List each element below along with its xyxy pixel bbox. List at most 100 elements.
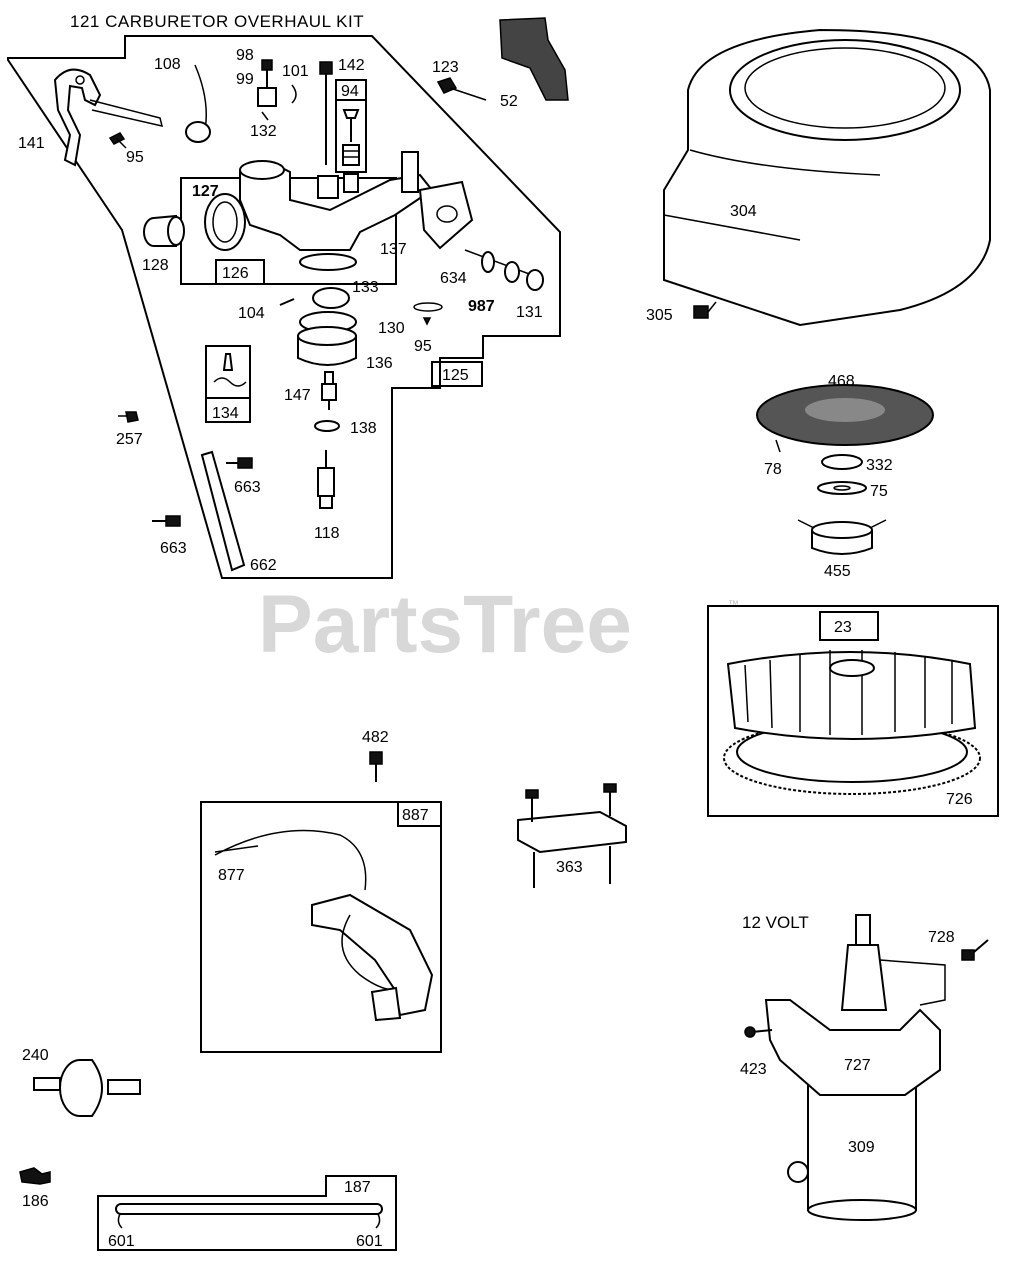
label-78: 78 (764, 461, 782, 478)
label-240: 240 (22, 1047, 49, 1064)
fuel-line-187 (97, 1175, 397, 1251)
label-987: 987 (468, 298, 495, 315)
screw-95-mid (422, 317, 432, 326)
label-257: 257 (116, 431, 143, 448)
gasket-52 (499, 17, 569, 101)
box-94-label: 94 (341, 83, 359, 100)
label-309: 309 (848, 1139, 875, 1156)
needle-valve-118 (317, 450, 335, 509)
label-726: 726 (946, 791, 973, 808)
label-601-right: 601 (356, 1233, 383, 1250)
bracket-662 (200, 450, 246, 572)
box-887-label: 887 (402, 807, 429, 824)
label-98: 98 (236, 47, 254, 64)
label-75: 75 (870, 483, 888, 500)
clamp-186 (19, 1167, 51, 1185)
box-187-label: 187 (344, 1179, 371, 1196)
jet-147 (321, 371, 337, 410)
label-663-lower: 663 (160, 540, 187, 557)
label-634: 634 (440, 270, 467, 287)
screw-305 (693, 301, 717, 319)
screw-98 (257, 59, 277, 107)
screw-257 (118, 411, 139, 423)
float-bowl-136 (297, 311, 357, 366)
carburetor-body (180, 151, 474, 285)
label-123: 123 (432, 59, 459, 76)
label-304: 304 (730, 203, 757, 220)
label-877: 877 (218, 867, 245, 884)
label-468: 468 (828, 373, 855, 390)
label-101: 101 (282, 63, 309, 80)
label-95-mid: 95 (414, 338, 432, 355)
screw-728 (961, 939, 989, 961)
label-147: 147 (284, 387, 311, 404)
bolt-123 (436, 77, 487, 101)
flywheel-box (707, 605, 999, 817)
label-104: 104 (238, 305, 265, 322)
screw-663-lower (152, 515, 181, 527)
pin-104 (279, 298, 295, 306)
label-663-upper: 663 (234, 479, 261, 496)
box-134 (205, 345, 251, 423)
box-125-label: 125 (442, 367, 469, 384)
box-126 (215, 259, 265, 285)
label-133: 133 (352, 279, 379, 296)
idle-screw-assembly (464, 249, 544, 291)
box-134-label: 134 (212, 405, 239, 422)
label-137: 137 (380, 241, 407, 258)
label-363: 363 (556, 859, 583, 876)
nut-332 (821, 454, 863, 470)
label-128: 128 (142, 257, 169, 274)
bushing-128 (143, 214, 185, 247)
washer-75 (817, 481, 867, 495)
blower-housing-304 (663, 28, 991, 327)
label-131: 131 (516, 304, 543, 321)
label-141: 141 (18, 135, 45, 152)
kit-title: 121 CARBURETOR OVERHAUL KIT (70, 12, 364, 31)
box-125 (431, 361, 483, 387)
label-108: 108 (154, 56, 181, 73)
screw-482 (369, 751, 383, 782)
label-423: 423 (740, 1061, 767, 1078)
label-728: 728 (928, 929, 955, 946)
box-94-header (335, 79, 367, 101)
label-332: 332 (866, 457, 893, 474)
label-52: 52 (500, 93, 518, 110)
label-99: 99 (236, 71, 254, 88)
label-662: 662 (250, 557, 277, 574)
label-727: 727 (844, 1057, 871, 1074)
starter-motor-309 (764, 914, 946, 1221)
label-130: 130 (378, 320, 405, 337)
needle-134 (222, 353, 234, 371)
label-118: 118 (314, 525, 340, 542)
flywheel-726 (723, 650, 981, 795)
screw-95-top (108, 132, 127, 149)
voltage-label: 12 VOLT (742, 913, 809, 932)
spring-108 (185, 64, 211, 143)
carburetor-kit-outline (7, 35, 561, 579)
box-887 (397, 801, 442, 827)
box-126-label: 126 (222, 265, 249, 282)
washer-138 (314, 420, 340, 432)
watermark: PartsTree (258, 579, 632, 670)
screw-663-upper (226, 457, 253, 469)
box-23 (819, 611, 879, 641)
screw-78 (775, 439, 781, 453)
bracket-363 (517, 783, 627, 888)
label-127: 127 (192, 183, 219, 200)
part-132-leader (261, 111, 269, 121)
box-23-label: 23 (834, 619, 852, 636)
label-132: 132 (250, 123, 277, 140)
needle-142 (319, 61, 333, 165)
label-455: 455 (824, 563, 851, 580)
label-95-top: 95 (126, 149, 144, 166)
armature-box (200, 801, 442, 1053)
part-133 (312, 287, 350, 309)
fuel-filter-240 (33, 1059, 141, 1117)
label-136: 136 (366, 355, 393, 372)
label-138: 138 (350, 420, 377, 437)
screw-423 (744, 1026, 773, 1038)
ignition-armature (214, 829, 434, 1022)
starter-cup-455 (797, 519, 887, 555)
